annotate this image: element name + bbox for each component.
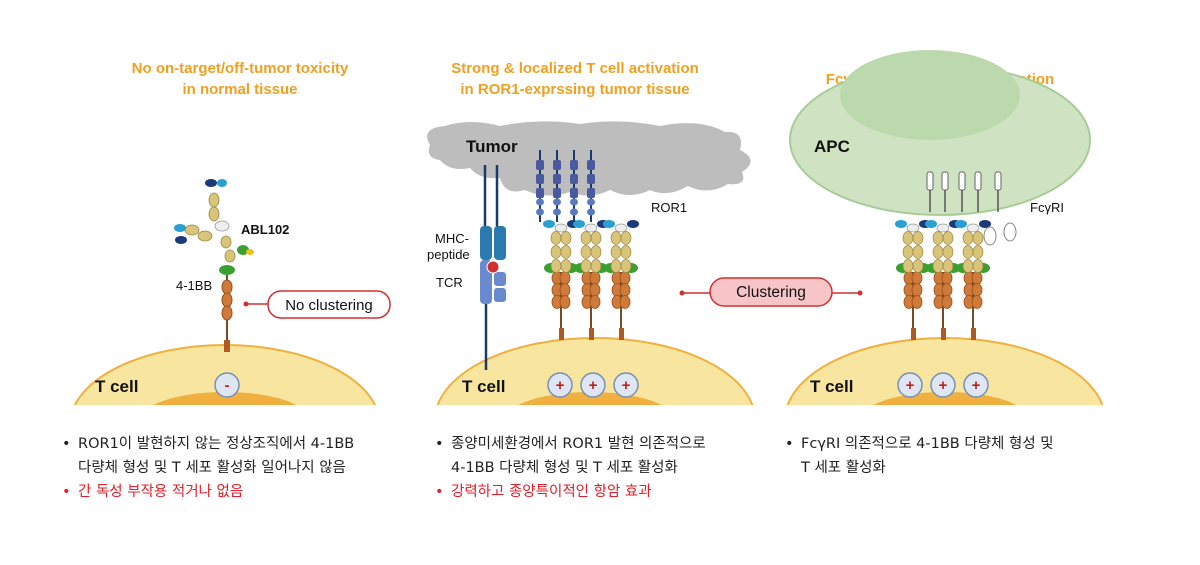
panel3-fcr-label: FcγRI bbox=[1030, 200, 1064, 215]
panel3-apc-cell bbox=[789, 50, 1091, 216]
svg-text:-: - bbox=[225, 377, 230, 394]
panel1-41bb-receptor bbox=[221, 270, 233, 352]
panel2-plus-signs: + + + bbox=[547, 372, 639, 398]
panel3-bullets: •FcγRI 의존적으로 4-1BB 다량체 형성 및 T 세포 활성화 bbox=[785, 432, 1115, 480]
panel1-41bb-label: 4-1BB bbox=[176, 278, 212, 293]
svg-text:+: + bbox=[622, 377, 631, 394]
panel3-bullet-1: •FcγRI 의존적으로 4-1BB 다량체 형성 및 bbox=[785, 436, 1054, 452]
panel2-mhc-tcr-complex bbox=[480, 165, 506, 370]
panel2-ror1-label: ROR1 bbox=[651, 200, 687, 215]
panel2-mhc-label-1: MHC- bbox=[435, 231, 469, 246]
clustering-callout: Clustering bbox=[679, 277, 863, 307]
panel1-bullets: •ROR1이 발현하지 않는 정상조직에서 4-1BB 다량체 형성 및 T 세… bbox=[62, 432, 402, 504]
svg-text:Clustering: Clustering bbox=[736, 284, 806, 301]
panel3-tcell-label: T cell bbox=[810, 377, 853, 396]
panel2-tcell-label: T cell bbox=[462, 377, 505, 396]
svg-text:+: + bbox=[972, 377, 981, 394]
panel1-bullet-1: •ROR1이 발현하지 않는 정상조직에서 4-1BB bbox=[62, 436, 355, 452]
panel2-bullets: •종양미세환경에서 ROR1 발현 의존적으로 4-1BB 다량체 형성 및 T… bbox=[435, 432, 775, 504]
panel1-tcell-label: T cell bbox=[95, 377, 138, 396]
panel2-tcr-label: TCR bbox=[436, 275, 463, 290]
panel2-bullet-2: •강력하고 종양특이적인 항암 효과 bbox=[435, 484, 652, 500]
panel1-abl102-label: ABL102 bbox=[241, 222, 289, 237]
panel1-abl102-antibody bbox=[174, 179, 254, 275]
panel1-no-clustering-callout: No clustering bbox=[243, 290, 391, 319]
panel2-receptor-cluster bbox=[536, 150, 639, 340]
panel3-apc-label: APC bbox=[814, 137, 850, 156]
svg-text:+: + bbox=[589, 377, 598, 394]
panel2-mhc-label-2: peptide bbox=[427, 247, 470, 262]
panel1-bullet-2: •간 독성 부작용 적거나 없음 bbox=[62, 484, 244, 500]
panel2-bullet-1: •종양미세환경에서 ROR1 발현 의존적으로 bbox=[435, 436, 706, 452]
panel2-tumor-cell bbox=[427, 121, 751, 196]
svg-text:No clustering: No clustering bbox=[285, 297, 373, 314]
svg-text:+: + bbox=[939, 377, 948, 394]
svg-text:+: + bbox=[906, 377, 915, 394]
svg-text:+: + bbox=[556, 377, 565, 394]
panel1-minus-sign: - bbox=[214, 372, 240, 398]
panel2-tumor-label: Tumor bbox=[466, 137, 518, 156]
panel3-plus-signs: + + + bbox=[897, 372, 989, 398]
panel3-receptor-cluster bbox=[895, 171, 1017, 340]
